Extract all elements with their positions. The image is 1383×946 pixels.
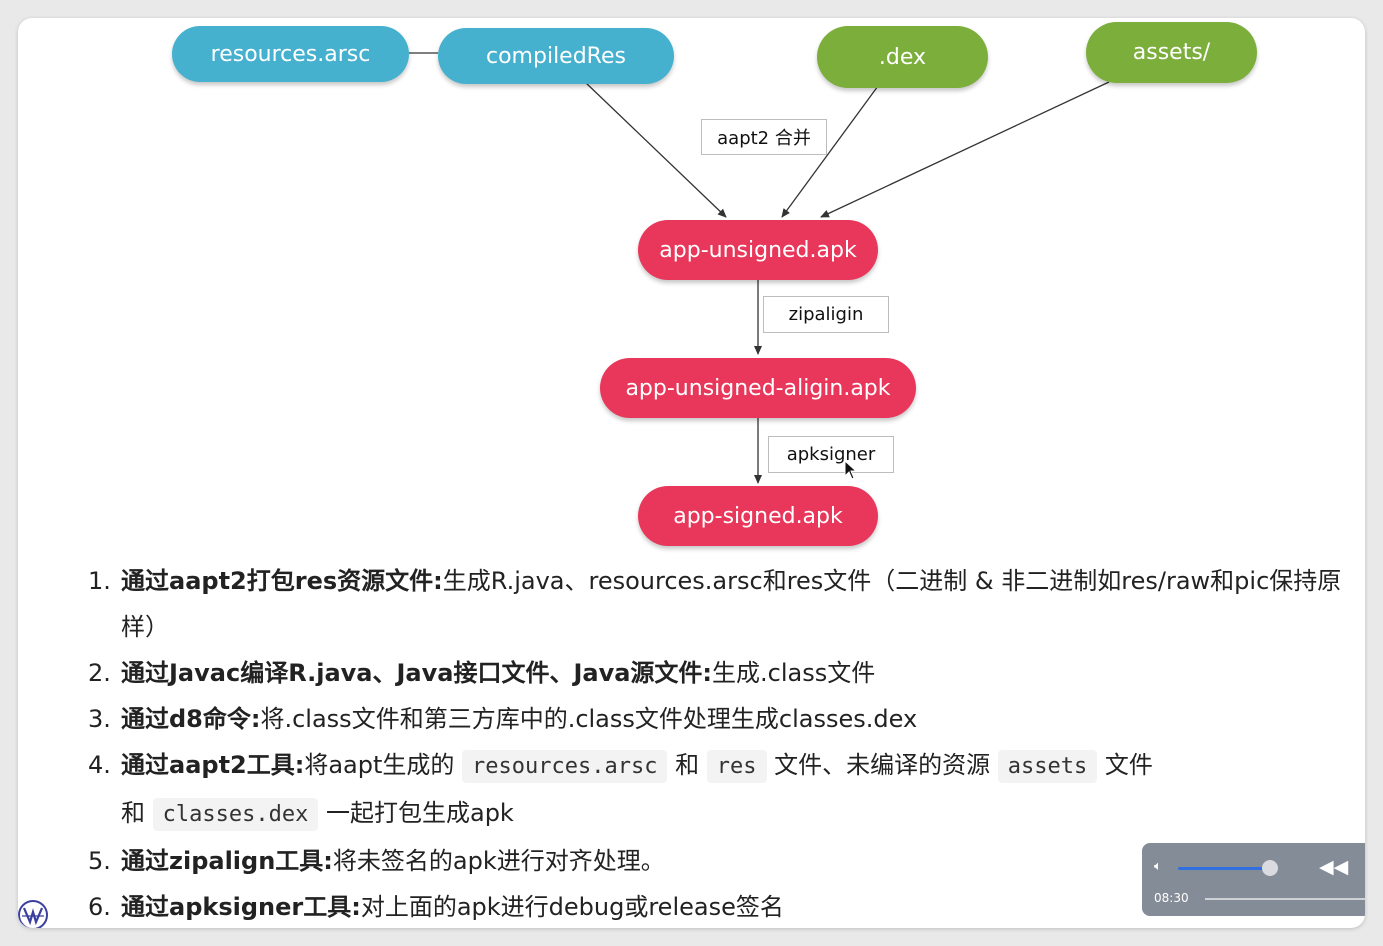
code-classes-dex: classes.dex	[152, 798, 319, 831]
slide-card: resources.arsc compiledRes .dex assets/ …	[18, 18, 1365, 928]
step-text: 和	[675, 751, 700, 779]
step-text: 生成.class文件	[712, 659, 876, 687]
node-dex: .dex	[817, 26, 988, 88]
node-resources-arsc: resources.arsc	[172, 26, 409, 82]
node-app-unsigned-align: app-unsigned-aligin.apk	[600, 358, 916, 418]
step-text: 对上面的apk进行debug或release签名	[360, 893, 784, 921]
steps-list: 1. 通过aapt2打包res资源文件:生成R.java、resources.a…	[88, 558, 1350, 928]
step-text: 一起打包生成apk	[325, 799, 514, 827]
step-title: 通过zipalign工具:	[121, 847, 333, 875]
progress-bar[interactable]	[1205, 898, 1365, 900]
node-compiled-res: compiledRes	[438, 28, 674, 84]
step-number: 5.	[88, 847, 111, 875]
step-number: 2.	[88, 659, 111, 687]
playback-time: 08:30	[1154, 891, 1189, 905]
diagram-edges	[409, 52, 1110, 484]
step-item: 1. 通过aapt2打包res资源文件:生成R.java、resources.a…	[88, 558, 1350, 650]
mouse-cursor-icon	[844, 460, 858, 480]
step-text: 将aapt生成的	[304, 751, 455, 779]
step-text: 将未签名的apk进行对齐处理。	[332, 847, 665, 875]
step-number: 4.	[88, 751, 111, 779]
step-text: 文件	[1104, 751, 1153, 779]
step-item: 4. 通过aapt2工具:将aapt生成的 resources.arsc 和 r…	[88, 742, 1350, 838]
edge-dex-unsigned	[781, 85, 879, 218]
video-player-controls[interactable]: 🔈︎ ◀◀ 08:30	[1142, 843, 1365, 916]
volume-slider-handle[interactable]	[1262, 860, 1278, 876]
node-assets: assets/	[1086, 22, 1257, 83]
node-app-unsigned: app-unsigned.apk	[638, 220, 878, 280]
volume-icon[interactable]: 🔈︎	[1154, 859, 1162, 874]
step-title: 通过Javac编译R.java、Java接口文件、Java源文件:	[121, 659, 713, 687]
edge-compiled-unsigned	[584, 81, 727, 218]
step-title: 通过aapt2工具:	[121, 751, 305, 779]
volume-slider[interactable]	[1178, 867, 1270, 870]
step-number: 1.	[88, 567, 111, 595]
step-title: 通过apksigner工具:	[121, 893, 361, 921]
edge-assets-unsigned	[820, 81, 1110, 218]
edge-label-merge: aapt2 合并	[701, 119, 827, 155]
step-text: 和	[121, 799, 145, 827]
node-app-signed: app-signed.apk	[638, 486, 878, 546]
edge-label-zipalign: zipaligin	[763, 296, 889, 333]
logo-icon	[18, 900, 48, 928]
step-number: 3.	[88, 705, 111, 733]
code-resources-arsc: resources.arsc	[462, 750, 668, 783]
step-text: 生成R.java、resources.arsc和res文件（二进制 & 非二进制…	[121, 567, 1342, 641]
step-item: 3. 通过d8命令:将.class文件和第三方库中的.class文件处理生成cl…	[88, 696, 1350, 742]
step-text: 文件、未编译的资源	[774, 751, 991, 779]
step-title: 通过aapt2打包res资源文件:	[121, 567, 443, 595]
step-text: 将.class文件和第三方库中的.class文件处理生成classes.dex	[260, 705, 918, 733]
step-item: 6. 通过apksigner工具:对上面的apk进行debug或release签…	[88, 884, 1350, 928]
edge-label-apksigner: apksigner	[768, 436, 894, 473]
rewind-icon[interactable]: ◀◀	[1319, 856, 1349, 878]
step-number: 6.	[88, 893, 111, 921]
step-item: 5. 通过zipalign工具:将未签名的apk进行对齐处理。	[88, 838, 1350, 884]
code-assets: assets	[997, 750, 1098, 783]
step-item: 2. 通过Javac编译R.java、Java接口文件、Java源文件:生成.c…	[88, 650, 1350, 696]
step-title: 通过d8命令:	[121, 705, 261, 733]
code-res: res	[706, 750, 767, 783]
